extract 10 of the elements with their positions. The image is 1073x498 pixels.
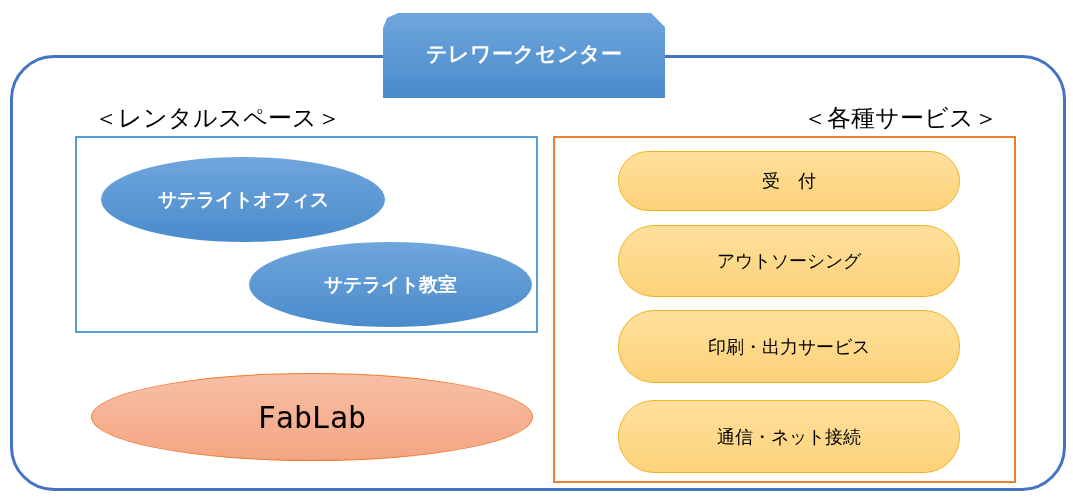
group-heading: ＜レンタルスペース＞ <box>92 103 342 134</box>
ellipse: FabLab <box>91 373 533 461</box>
rounded-pill: 印刷・出力サービス <box>618 310 960 383</box>
group-heading: ＜各種サービス＞ <box>801 103 999 134</box>
ellipse: サテライト教室 <box>249 242 532 327</box>
rounded-pill: アウトソーシング <box>618 225 960 297</box>
title-tab: テレワークセンター <box>383 13 665 98</box>
rounded-pill: 通信・ネット接続 <box>618 400 960 473</box>
rounded-pill: 受 付 <box>618 151 960 211</box>
ellipse: サテライトオフィス <box>101 157 385 242</box>
